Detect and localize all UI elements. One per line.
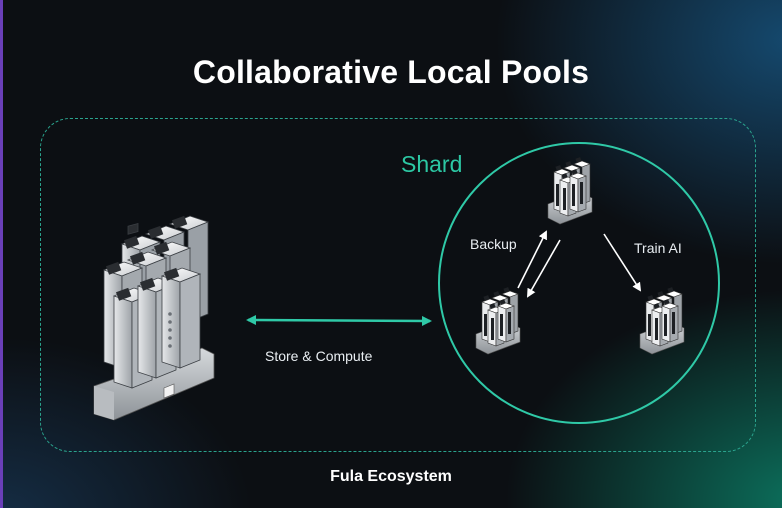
storage-node-icon	[639, 286, 685, 355]
page-title: Collaborative Local Pools	[192, 54, 590, 90]
backup-arrow-down	[527, 239, 561, 298]
train-ai-label: Train AI	[634, 240, 682, 256]
storage-node-icon	[547, 156, 593, 225]
ecosystem-boundary	[40, 118, 756, 452]
backup-arrow-up	[517, 230, 547, 289]
store-compute-arrow	[246, 315, 432, 326]
server-cluster-icon	[93, 215, 215, 421]
backup-label: Backup	[470, 236, 517, 252]
shard-circle	[438, 142, 720, 424]
left-accent-bar	[0, 0, 3, 508]
footer-caption: Fula Ecosystem	[330, 468, 452, 485]
storage-node-icon	[475, 286, 521, 355]
store-compute-label: Store & Compute	[265, 348, 373, 364]
shard-label: Shard	[401, 151, 463, 177]
train-ai-arrow	[603, 233, 642, 292]
